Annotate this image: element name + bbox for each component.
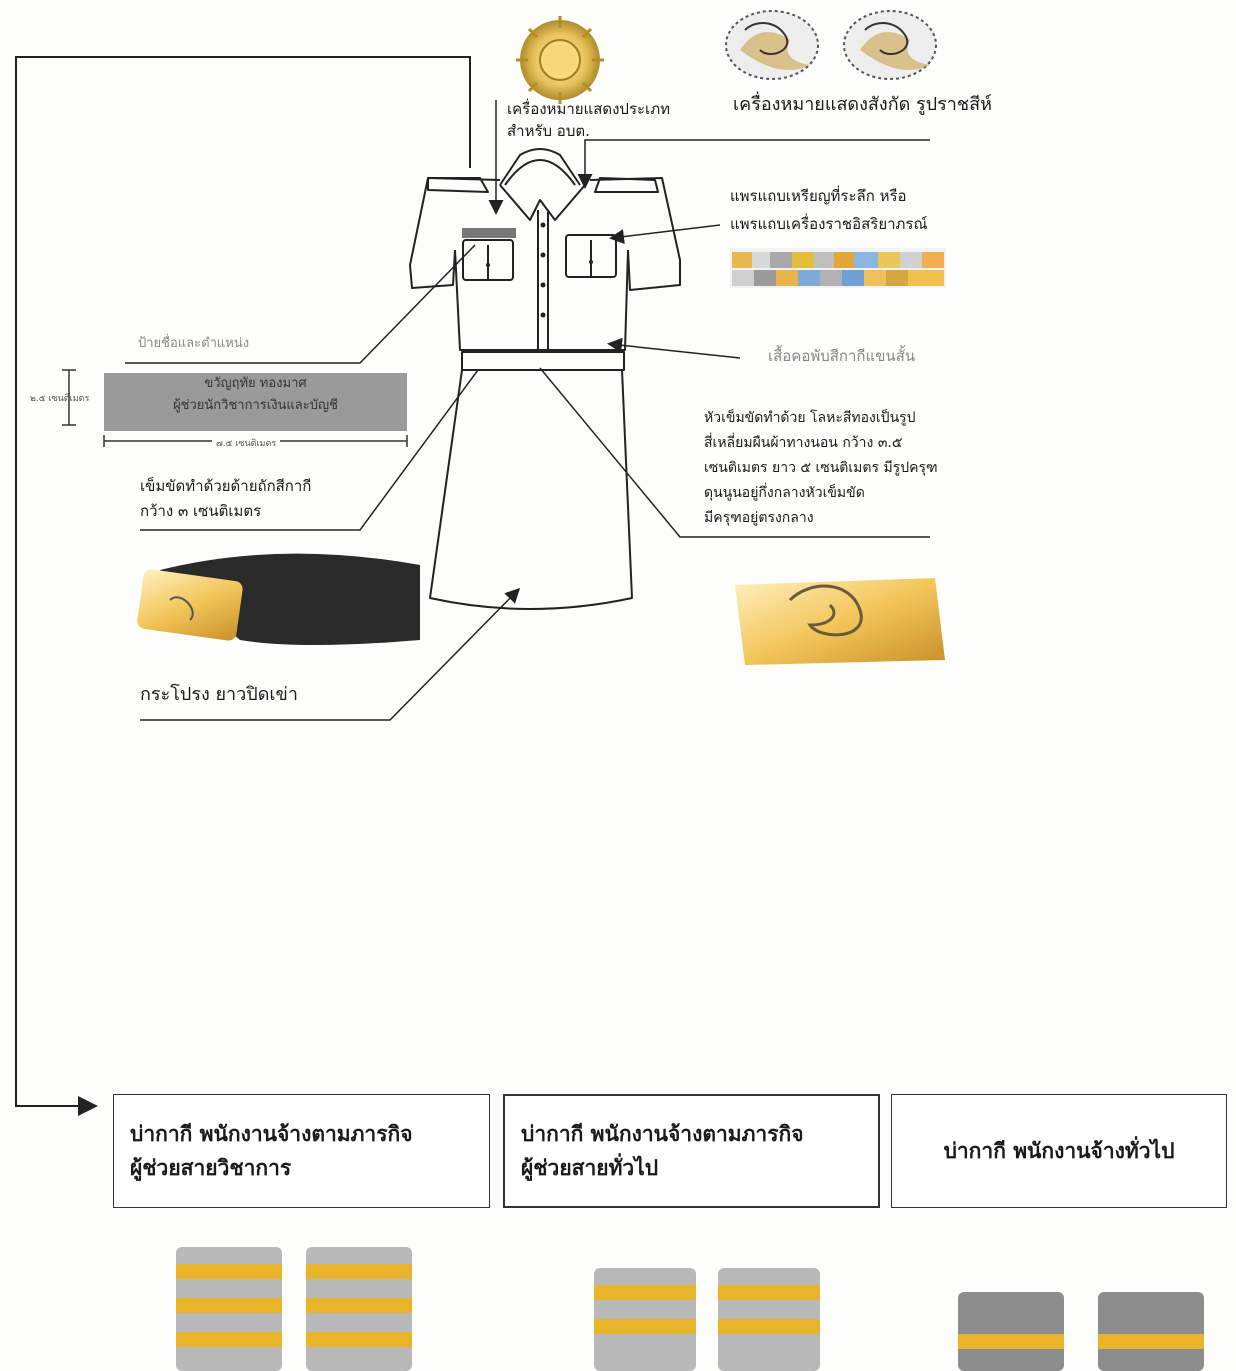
buckle-label-line5: มีครุฑอยู่ตรงกลาง <box>704 510 814 526</box>
epaulette-stripe <box>306 1264 412 1279</box>
skirt-label: กระโปรง ยาวปิดเข่า <box>140 684 298 705</box>
uniform-buttons <box>486 222 593 318</box>
rank-box-general-line2: ผู้ช่วยสายทั่วไป <box>521 1156 659 1180</box>
epaulette-stripe <box>176 1264 282 1279</box>
ribbon-label-line2: แพรแถบเครื่องราชอิสริยาภรณ์ <box>730 215 928 233</box>
epaulette-group <box>176 1247 1204 1371</box>
epaulette-stripe <box>718 1285 820 1300</box>
rank-box-employee-line1: บ่ากากี พนักงานจ้างทั่วไป <box>943 1139 1175 1163</box>
buckle-label-line4: ดุนนูนอยู่กึ่งกลางหัวเข็มขัด <box>704 485 865 501</box>
epaulette-stripe <box>958 1334 1064 1349</box>
name-plate-text-line2: ผู้ช่วยนักวิชาการเงินและบัญชี <box>173 398 338 413</box>
rank-box-academic-line2: ผู้ช่วยสายวิชาการ <box>130 1156 292 1180</box>
epaulette-stripe <box>306 1298 412 1313</box>
epaulette-stripe <box>594 1319 696 1334</box>
plate-width-label: ๒.๕ เซนติเมตร <box>30 394 90 404</box>
buckle-label-line3: เซนติเมตร ยาว ๕ เซนติเมตร มีรูปครุฑ <box>704 460 938 476</box>
lion-badge-left <box>725 10 819 80</box>
affiliation-badge-label: เครื่องหมายแสดงสังกัด รูปราชสีห์ <box>733 94 992 115</box>
lion-badge-right <box>843 10 937 80</box>
epaulette-stripe <box>176 1332 282 1347</box>
ribbon-label: แพรแถบเหรียญที่ระลึก หรือ แพรแถบเครื่องร… <box>730 182 927 238</box>
buckle-label: หัวเข็มขัดทำด้วย โลหะสีทองเป็นรูป สี่เหล… <box>704 406 938 531</box>
rank-box-academic-line1: บ่ากากี พนักงานจ้างตามภารกิจ <box>130 1122 413 1146</box>
type-badge-image <box>516 16 604 104</box>
name-plate-text-line1: ขวัญฤทัย ทองมาศ <box>204 376 307 391</box>
name-plate-mini <box>462 228 516 238</box>
epaulette-stripe <box>1098 1334 1204 1349</box>
ribbon-bar-image <box>730 248 946 288</box>
epaulette-stripe <box>718 1319 820 1334</box>
type-badge-label: เครื่องหมายแสดงประเภท สำหรับ อบต. <box>507 98 670 142</box>
epaulette-3-1 <box>958 1292 1064 1371</box>
rank-box-general-assistant: บ่ากากี พนักงานจ้างตามภารกิจ ผู้ช่วยสายท… <box>503 1094 880 1208</box>
name-plate-text: ขวัญฤทัย ทองมาศ ผู้ช่วยนักวิชาการเงินและ… <box>104 373 407 417</box>
type-badge-label-line1: เครื่องหมายแสดงประเภท <box>507 100 670 118</box>
buckle-image <box>735 578 945 665</box>
name-plate-image <box>104 373 407 431</box>
belt-label: เข็มขัดทำด้วยด้ายถักสีกากี กว้าง ๓ เซนติ… <box>140 474 311 524</box>
type-badge-label-line2: สำหรับ อบต. <box>507 122 590 140</box>
belt-label-line1: เข็มขัดทำด้วยด้ายถักสีกากี <box>140 477 312 495</box>
name-plate-label: ป้ายชื่อและตำแหน่ง <box>138 336 250 351</box>
rank-box-general-employee: บ่ากากี พนักงานจ้างทั่วไป <box>891 1094 1227 1208</box>
epaulette-stripe <box>176 1298 282 1313</box>
epaulette-pointer-line <box>15 56 471 1116</box>
epaulette-stripe <box>306 1332 412 1347</box>
belt-label-line2: กว้าง ๓ เซนติเมตร <box>140 502 262 520</box>
epaulette-3-2 <box>1098 1292 1204 1371</box>
rank-box-general-line1: บ่ากากี พนักงานจ้างตามภารกิจ <box>521 1122 804 1146</box>
ribbon-label-line1: แพรแถบเหรียญที่ระลึก หรือ <box>730 187 907 205</box>
buckle-label-line1: หัวเข็มขัดทำด้วย โลหะสีทองเป็นรูป <box>704 410 916 426</box>
plate-length-label: ๗.๕ เซนติเมตร <box>212 432 281 456</box>
shirt-label: เสื้อคอพับสีกากีแขนสั้น <box>768 347 916 365</box>
rank-box-academic-assistant: บ่ากากี พนักงานจ้างตามภารกิจ ผู้ช่วยสายว… <box>113 1094 490 1208</box>
buckle-label-line2: สี่เหลี่ยมผืนผ้าทางนอน กว้าง ๓.๕ <box>704 435 903 451</box>
belt-image <box>137 553 420 645</box>
epaulette-stripe <box>594 1285 696 1300</box>
uniform-outline <box>409 148 681 610</box>
pointer-lines <box>125 100 930 721</box>
